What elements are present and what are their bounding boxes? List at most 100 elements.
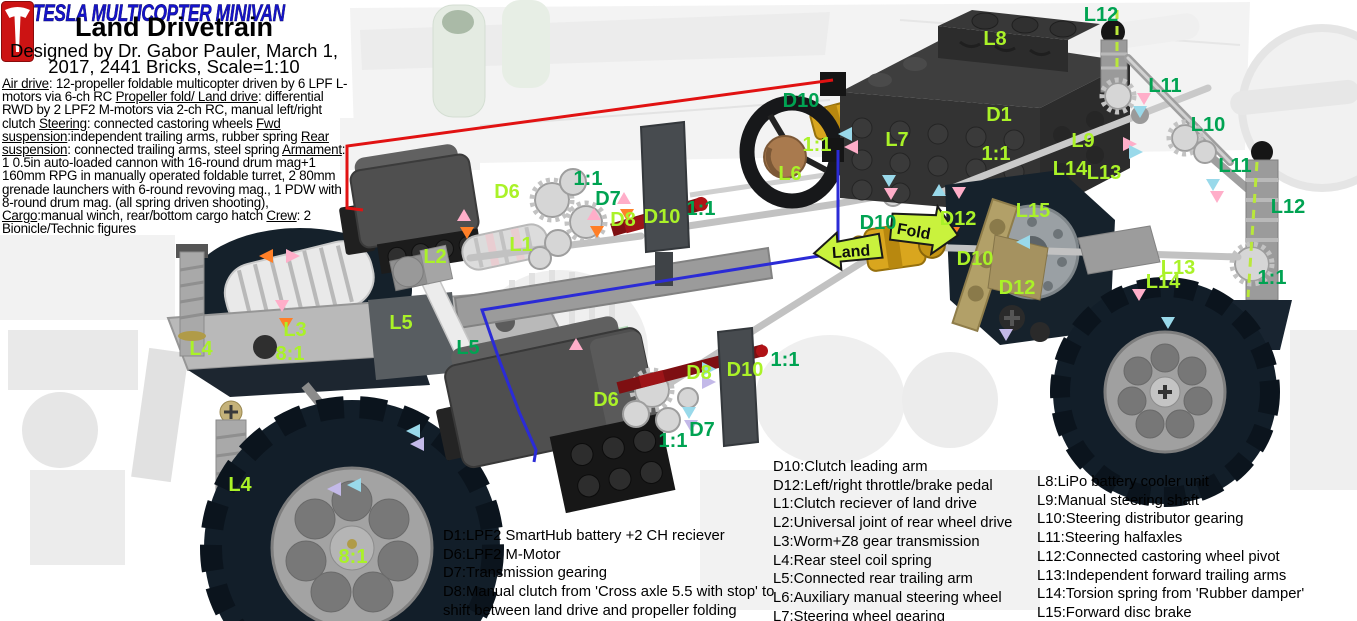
diagram-label-L14: L14 (1146, 271, 1181, 293)
coil-spring-l4-upper (176, 244, 208, 357)
diagram-label-D8: D8 (610, 209, 636, 231)
legend-item-l15: L15:Forward disc brake (1037, 604, 1192, 621)
view-marker-pink (286, 249, 300, 263)
diagram-label-L2: L2 (423, 246, 446, 268)
view-marker-lavender (327, 482, 341, 496)
legend-item-l3: L3:Worm+Z8 gear transmission (773, 533, 980, 550)
legend-item-d1: D1:LPF2 SmartHub battery +2 CH reciever (443, 528, 725, 544)
view-marker-orange (620, 209, 634, 221)
mode-arrow-land-label: Land (831, 242, 870, 262)
lipo-cooler-l8 (938, 10, 1100, 72)
diagram-label-D12: D12 (999, 277, 1036, 299)
clutch-axle-highlight (638, 370, 666, 388)
mode-arrow-land: Land (812, 230, 884, 272)
diagram-label-L1: L1 (509, 234, 532, 256)
rear-drive-axle (884, 242, 1242, 261)
diagram-label-D8: D8 (686, 362, 712, 384)
pedals-d12 (951, 197, 1050, 342)
rear-left-wheel (200, 396, 504, 621)
diagram-label-L10: L10 (1191, 114, 1225, 136)
view-marker-cyan (702, 362, 716, 376)
legend-item-d7: D7:Transmission gearing (443, 565, 607, 582)
diagram-label-D7: D7 (595, 188, 621, 210)
view-marker-orange (279, 318, 293, 330)
diagram-label-D10: D10 (644, 206, 681, 228)
motor-d6-lower (436, 316, 676, 514)
brand-title: TESLA MULTICOPTER MINIVAN (33, 0, 286, 27)
diagram-label-L12: L12 (1084, 4, 1118, 26)
view-marker-pink (275, 300, 289, 312)
mode-arrow-fold-label: Fold (896, 221, 932, 244)
view-marker-pink (587, 208, 601, 220)
clutch-leading-arm-d10-lower (716, 326, 760, 448)
clutch-leading-arm-d10-upper (639, 120, 691, 286)
view-marker-pink (884, 188, 898, 200)
spec-text: : connected trailing arms, steel spring (67, 142, 283, 158)
front-right-wheel (1050, 225, 1280, 507)
diagram-label-L5: L5 (389, 312, 412, 334)
front-axle (684, 200, 840, 230)
spec-keyword: Fwd suspension (2, 115, 281, 144)
diagram-label-L11: L11 (1218, 155, 1251, 177)
view-marker-cyan (1133, 106, 1147, 118)
view-marker-orange (460, 227, 474, 239)
steering-distributor-l10 (1166, 119, 1217, 164)
spec-keyword: Air drive (2, 76, 49, 91)
legend-item-l8: L8:LiPo battery cooler unit (1037, 474, 1209, 490)
view-marker-pink (1132, 289, 1146, 301)
spec-keyword: Cargo (2, 208, 38, 224)
mechanical-parts (166, 10, 1292, 621)
motor-d6-upper (339, 144, 483, 275)
diagram-label-L13: L13 (1087, 162, 1121, 184)
diagram-label-D1: D1 (986, 104, 1012, 126)
legend-item-l10: L10:Steering distributor gearing (1037, 511, 1244, 528)
diagram-label-D10: D10 (727, 359, 764, 381)
legend-item-l2: L2:Universal joint of rear wheel drive (773, 515, 1013, 532)
spec-text: : differential RWD by 2 LPF2 M-motors vi… (2, 89, 324, 131)
view-marker-cyan (406, 424, 420, 438)
view-marker-cyan (882, 175, 896, 187)
legend-item-l7: L7:Steering wheel gearing (773, 608, 945, 621)
diagram-label-11: 1:1 (771, 349, 800, 371)
spec-text: : 1 0.5in auto-loaded cannon with 16-rou… (2, 142, 346, 210)
diagram-label-L12: L12 (1271, 196, 1305, 218)
view-marker-cyan (838, 127, 852, 141)
pivot-guides (1115, 10, 1259, 298)
diagram-label-81: 8:1 (276, 343, 305, 365)
diagram-label-D12: D12 (940, 208, 977, 230)
designer-line2: 2017, 2441 Bricks, Scale=1:10 (48, 55, 300, 77)
spec-keyword: Crew (266, 208, 297, 224)
diagram-label-D10: D10 (783, 90, 820, 112)
legend-item-d6: D6:LPF2 M-Motor (443, 546, 561, 563)
clutch-axle-highlight (623, 214, 649, 234)
view-marker-lavender (410, 437, 424, 451)
rc-wire-red (345, 78, 834, 212)
diagram-label-L4: L4 (228, 474, 252, 496)
view-marker-lavender (684, 420, 698, 432)
spec-keyword: Steering (38, 115, 87, 131)
steering-shaft-l9 (938, 84, 1212, 196)
diagram-label-L4: L4 (189, 338, 213, 360)
legend-item-l4: L4:Rear steel coil spring (773, 552, 932, 569)
diagram-label-11: 1:1 (659, 430, 688, 452)
diagram-label-L5: L5 (456, 337, 479, 359)
view-marker-lavender (999, 329, 1013, 341)
diagram-label-D10: D10 (860, 212, 897, 234)
mode-arrow-fold: Fold (888, 203, 960, 257)
view-marker-orange (590, 226, 604, 238)
spec-text: : 12-propeller foldable multicopter driv… (2, 76, 348, 105)
spec-keyword: Rear suspension (2, 128, 329, 158)
diagram-label-11: 1:1 (1258, 267, 1287, 289)
view-marker-pink (617, 192, 631, 204)
spec-text: :independent trailing arms, rubber sprin… (67, 128, 301, 144)
legend-item-l1: L1:Clutch reciever of land drive (773, 496, 977, 513)
legend-item-d12: D12:Left/right throttle/brake pedal (773, 477, 993, 494)
legend-item-l5: L5:Connected rear trailing arm (773, 571, 973, 588)
diagram-label-81: 8:1 (339, 546, 368, 568)
u-joint-l2 (389, 244, 454, 292)
diagram-label-L8: L8 (983, 28, 1006, 50)
spec-paragraph: Air drive: 12-propeller foldable multico… (2, 76, 352, 236)
